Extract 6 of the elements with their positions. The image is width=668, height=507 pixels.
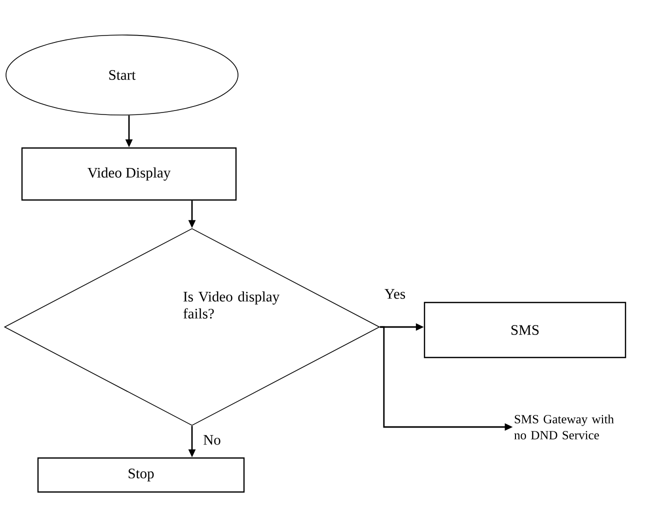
edge-label: No	[202, 434, 222, 446]
process-box: Video Display	[21, 147, 237, 201]
edge-label: Yes	[383, 288, 407, 300]
output-text: SMS Gateway with no DND Service	[514, 414, 614, 440]
process-box: SMS	[424, 302, 626, 358]
process-box: Stop	[37, 457, 245, 493]
